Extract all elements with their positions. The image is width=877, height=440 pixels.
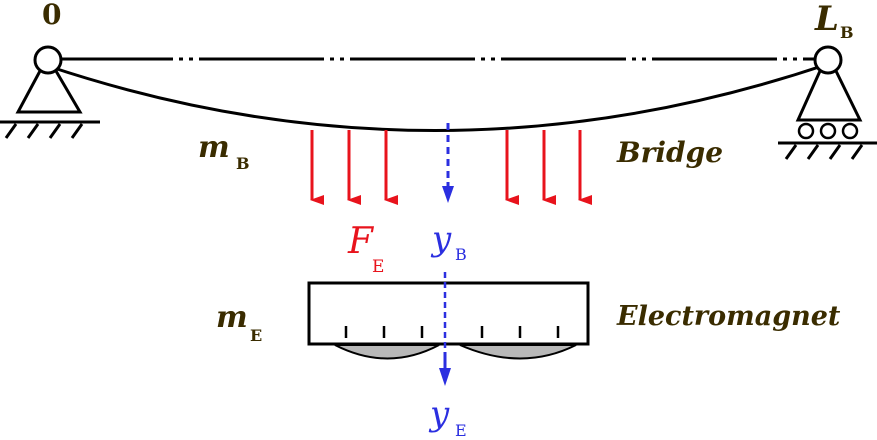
svg-text:B: B (455, 245, 467, 264)
magnet-displacement-label: y E (428, 394, 467, 440)
bridge-label: Bridge (616, 136, 723, 169)
svg-text:E: E (372, 257, 384, 277)
origin-label: 0 (42, 0, 61, 31)
coil-dots (344, 326, 560, 338)
length-label: L B (814, 0, 854, 42)
bridge-displacement-label: y B (430, 219, 467, 264)
svg-text:m: m (216, 300, 248, 335)
svg-text:B: B (840, 23, 854, 42)
magnet-mass-label: m E (216, 300, 262, 345)
force-label: F E (347, 221, 384, 277)
svg-text:B: B (236, 154, 250, 173)
force-arrows (310, 130, 592, 205)
svg-text:y: y (428, 394, 450, 434)
svg-text:F: F (347, 221, 375, 262)
svg-text:E: E (455, 421, 467, 440)
bridge-curve (47, 62, 829, 132)
svg-text:L: L (814, 0, 839, 39)
svg-text:E: E (250, 326, 262, 345)
right-roller-support (778, 45, 877, 160)
bridge-mass-label: m B (198, 130, 250, 173)
magnet-displacement-arrow (439, 272, 451, 386)
left-pin-support (0, 45, 100, 139)
electromagnet-label: Electromagnet (616, 301, 841, 332)
electromagnet-body (307, 281, 590, 360)
bridge-displacement-arrow (442, 123, 454, 203)
svg-text:m: m (198, 130, 230, 165)
svg-text:y: y (430, 219, 452, 259)
